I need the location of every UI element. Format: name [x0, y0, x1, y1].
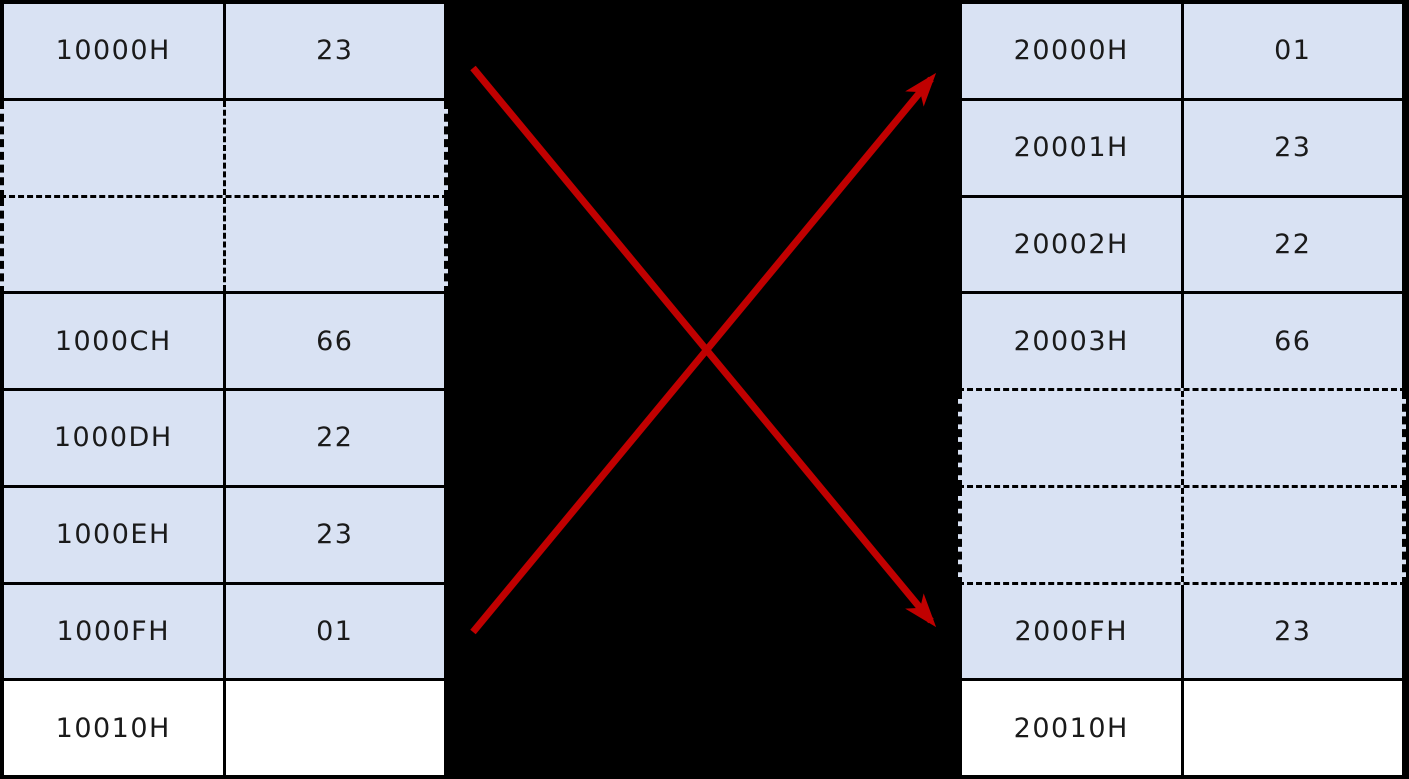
address-cell: 10000H [4, 4, 226, 98]
value-cell [226, 101, 445, 195]
memory-row: 20000H 01 [958, 0, 1406, 101]
address-cell [4, 100, 226, 195]
memory-row: 1000FH 01 [0, 584, 448, 682]
address-cell: 1000EH [4, 487, 226, 582]
memory-gap-row [0, 197, 448, 295]
destination-memory-table: 20000H 01 20001H 23 20002H 22 20003H 66 … [958, 0, 1406, 779]
copy-arrows-group [470, 65, 937, 635]
value-cell: 23 [316, 519, 354, 551]
memory-gap-row [958, 487, 1406, 585]
value-cell: 66 [1274, 325, 1312, 357]
memory-gap-row [0, 100, 448, 198]
copy-arrow [470, 72, 937, 635]
address-cell [4, 197, 226, 292]
value-cell: 22 [1274, 228, 1312, 260]
memory-row-empty: 10010H [0, 681, 448, 779]
value-cell [226, 198, 445, 292]
address-cell: 1000FH [4, 584, 226, 679]
address-cell: 20000H [962, 4, 1184, 98]
memory-row: 1000CH 66 [0, 294, 448, 391]
value-cell [1184, 391, 1403, 485]
value-cell [226, 681, 445, 775]
memory-row-empty: 20010H [958, 681, 1406, 779]
value-cell: 01 [316, 615, 354, 647]
memory-gap-row [958, 391, 1406, 488]
address-cell: 10010H [4, 681, 226, 775]
memory-row: 20003H 66 [958, 294, 1406, 391]
value-cell: 22 [316, 422, 354, 454]
address-cell: 2000FH [962, 584, 1184, 679]
memory-row: 10000H 23 [0, 0, 448, 101]
source-memory-table: 10000H 23 1000CH 66 1000DH 22 1000EH 23 … [0, 0, 448, 779]
address-cell: 20001H [962, 100, 1184, 195]
memory-row: 2000FH 23 [958, 584, 1406, 682]
memory-row: 20001H 23 [958, 100, 1406, 198]
value-cell: 23 [1274, 132, 1312, 164]
address-cell [962, 487, 1184, 582]
memory-row: 1000DH 22 [0, 391, 448, 488]
address-cell: 1000DH [4, 391, 226, 485]
value-cell: 23 [316, 35, 354, 67]
address-cell: 20002H [962, 197, 1184, 292]
address-cell: 20003H [962, 294, 1184, 388]
value-cell: 66 [316, 325, 354, 357]
address-cell: 20010H [962, 681, 1184, 775]
address-cell [962, 391, 1184, 485]
value-cell: 01 [1274, 35, 1312, 67]
value-cell: 23 [1274, 615, 1312, 647]
value-cell [1184, 681, 1403, 775]
memory-row: 20002H 22 [958, 197, 1406, 295]
address-cell: 1000CH [4, 294, 226, 388]
copy-arrow [470, 65, 937, 628]
value-cell [1184, 488, 1403, 582]
memory-row: 1000EH 23 [0, 487, 448, 585]
